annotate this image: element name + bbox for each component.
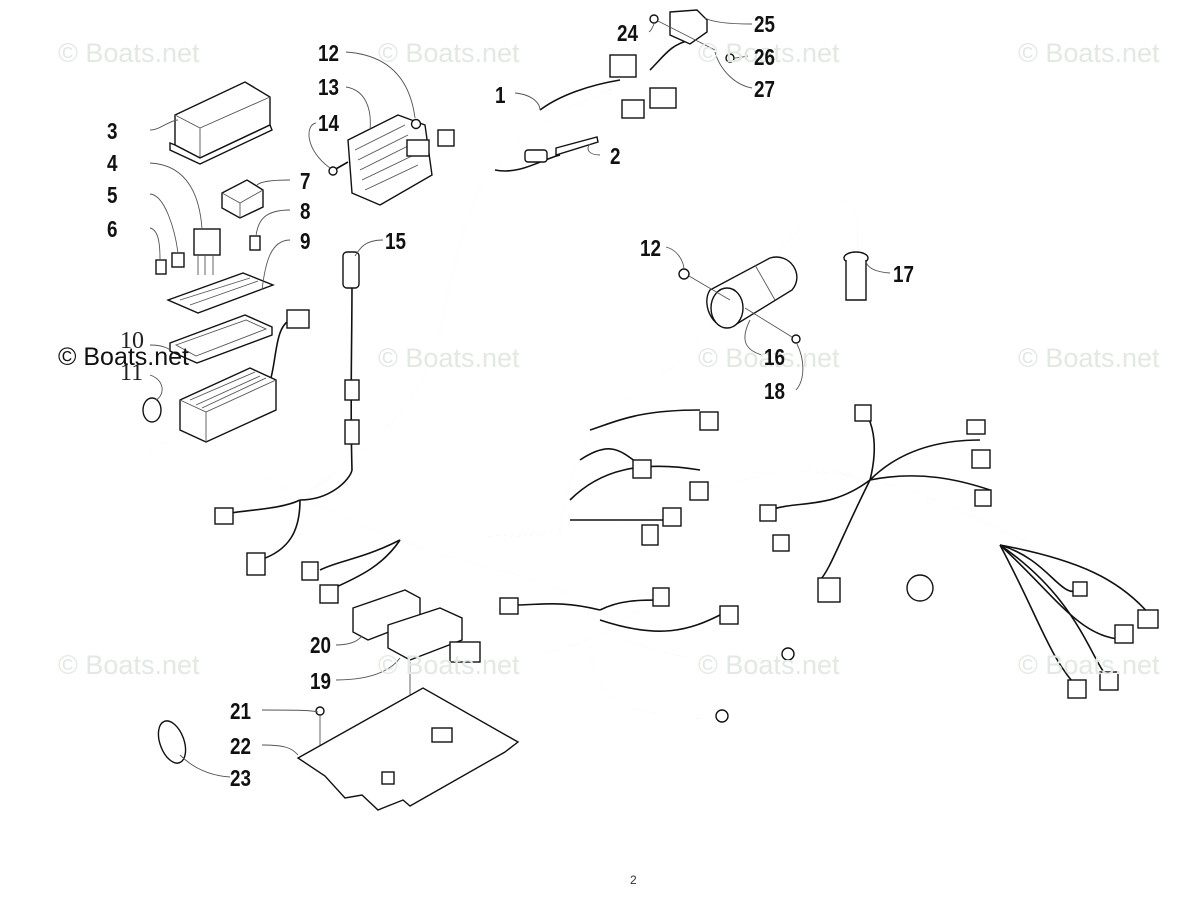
callout-13: 13 [318, 74, 339, 100]
component-16-coil [706, 256, 798, 329]
watermark: © Boats.net [698, 650, 840, 680]
component-7-relay [221, 179, 264, 219]
component-8-fuse [249, 235, 261, 251]
callout-5: 5 [107, 182, 118, 208]
watermark: © Boats.net [698, 343, 840, 373]
component-21-clip [315, 706, 325, 745]
callout-26: 26 [754, 44, 775, 70]
watermark: © Boats.net [378, 343, 520, 373]
watermark-dark: © Boats.net [58, 343, 189, 371]
callout-2: 2 [610, 143, 621, 169]
component-17-spark-cap [843, 251, 869, 301]
callout-7: 7 [300, 168, 311, 194]
harness-cables [148, 39, 1151, 719]
callout-22: 22 [230, 733, 251, 759]
callout-24: 24 [617, 20, 638, 46]
watermark: © Boats.net [1018, 38, 1160, 68]
component-1-harness-connectors [609, 54, 677, 119]
component-18-screw [744, 307, 801, 344]
callout-25: 25 [754, 11, 775, 37]
component-19-ecu [387, 607, 481, 770]
callout-23: 23 [230, 765, 251, 791]
callout-20: 20 [310, 632, 331, 658]
watermark: © Boats.net [58, 38, 200, 68]
callout-15: 15 [385, 228, 406, 254]
component-13-regulator [347, 114, 455, 206]
harness-connectors [214, 404, 1159, 723]
component-10-gasket [169, 314, 273, 364]
callout-6: 6 [107, 216, 118, 242]
callout-18: 18 [764, 378, 785, 404]
component-9-circuit-board [166, 272, 275, 314]
callout-4: 4 [107, 150, 118, 176]
callout-12: 12 [318, 40, 339, 66]
watermark: © Boats.net [1018, 343, 1160, 373]
watermark: © Boats.net [58, 650, 200, 680]
callout-3: 3 [107, 118, 118, 144]
callout-9: 9 [300, 228, 311, 254]
component-25-switch [669, 9, 708, 45]
watermark: © Boats.net [1018, 650, 1160, 680]
watermark: © Boats.net [378, 650, 520, 680]
component-23-clamp [157, 720, 187, 764]
callout-16: 16 [764, 344, 785, 370]
component-6-fuse [155, 259, 167, 275]
callout-19: 19 [310, 668, 331, 694]
callout-1: 1 [495, 82, 506, 108]
callout-27: 27 [754, 76, 775, 102]
component-15-sensor [342, 251, 360, 445]
callout-12b: 12 [640, 235, 661, 261]
component-3-fuse-box-cover [169, 81, 273, 165]
component-14-screw [328, 161, 349, 176]
callout-14: 14 [318, 110, 339, 136]
component-4-relay [193, 228, 221, 275]
callout-21: 21 [230, 698, 251, 724]
component-22-mounting-plate [296, 687, 520, 811]
component-12-nut [410, 118, 422, 130]
watermark: © Boats.net [698, 38, 840, 68]
component-fuse-block [179, 309, 310, 443]
watermark: © Boats.net [378, 38, 520, 68]
page-marker: 2 [630, 873, 637, 887]
callout-17: 17 [893, 261, 914, 287]
component-2-connector [524, 136, 599, 163]
callout-8: 8 [300, 198, 311, 224]
component-12b-nut [678, 268, 731, 301]
callout-10: 10 [120, 328, 144, 354]
component-5-fuse [171, 252, 185, 268]
callout-11: 11 [120, 360, 144, 386]
leader-lines [149, 17, 891, 778]
component-11-clamp [142, 397, 162, 423]
component-24-nut [649, 14, 716, 51]
